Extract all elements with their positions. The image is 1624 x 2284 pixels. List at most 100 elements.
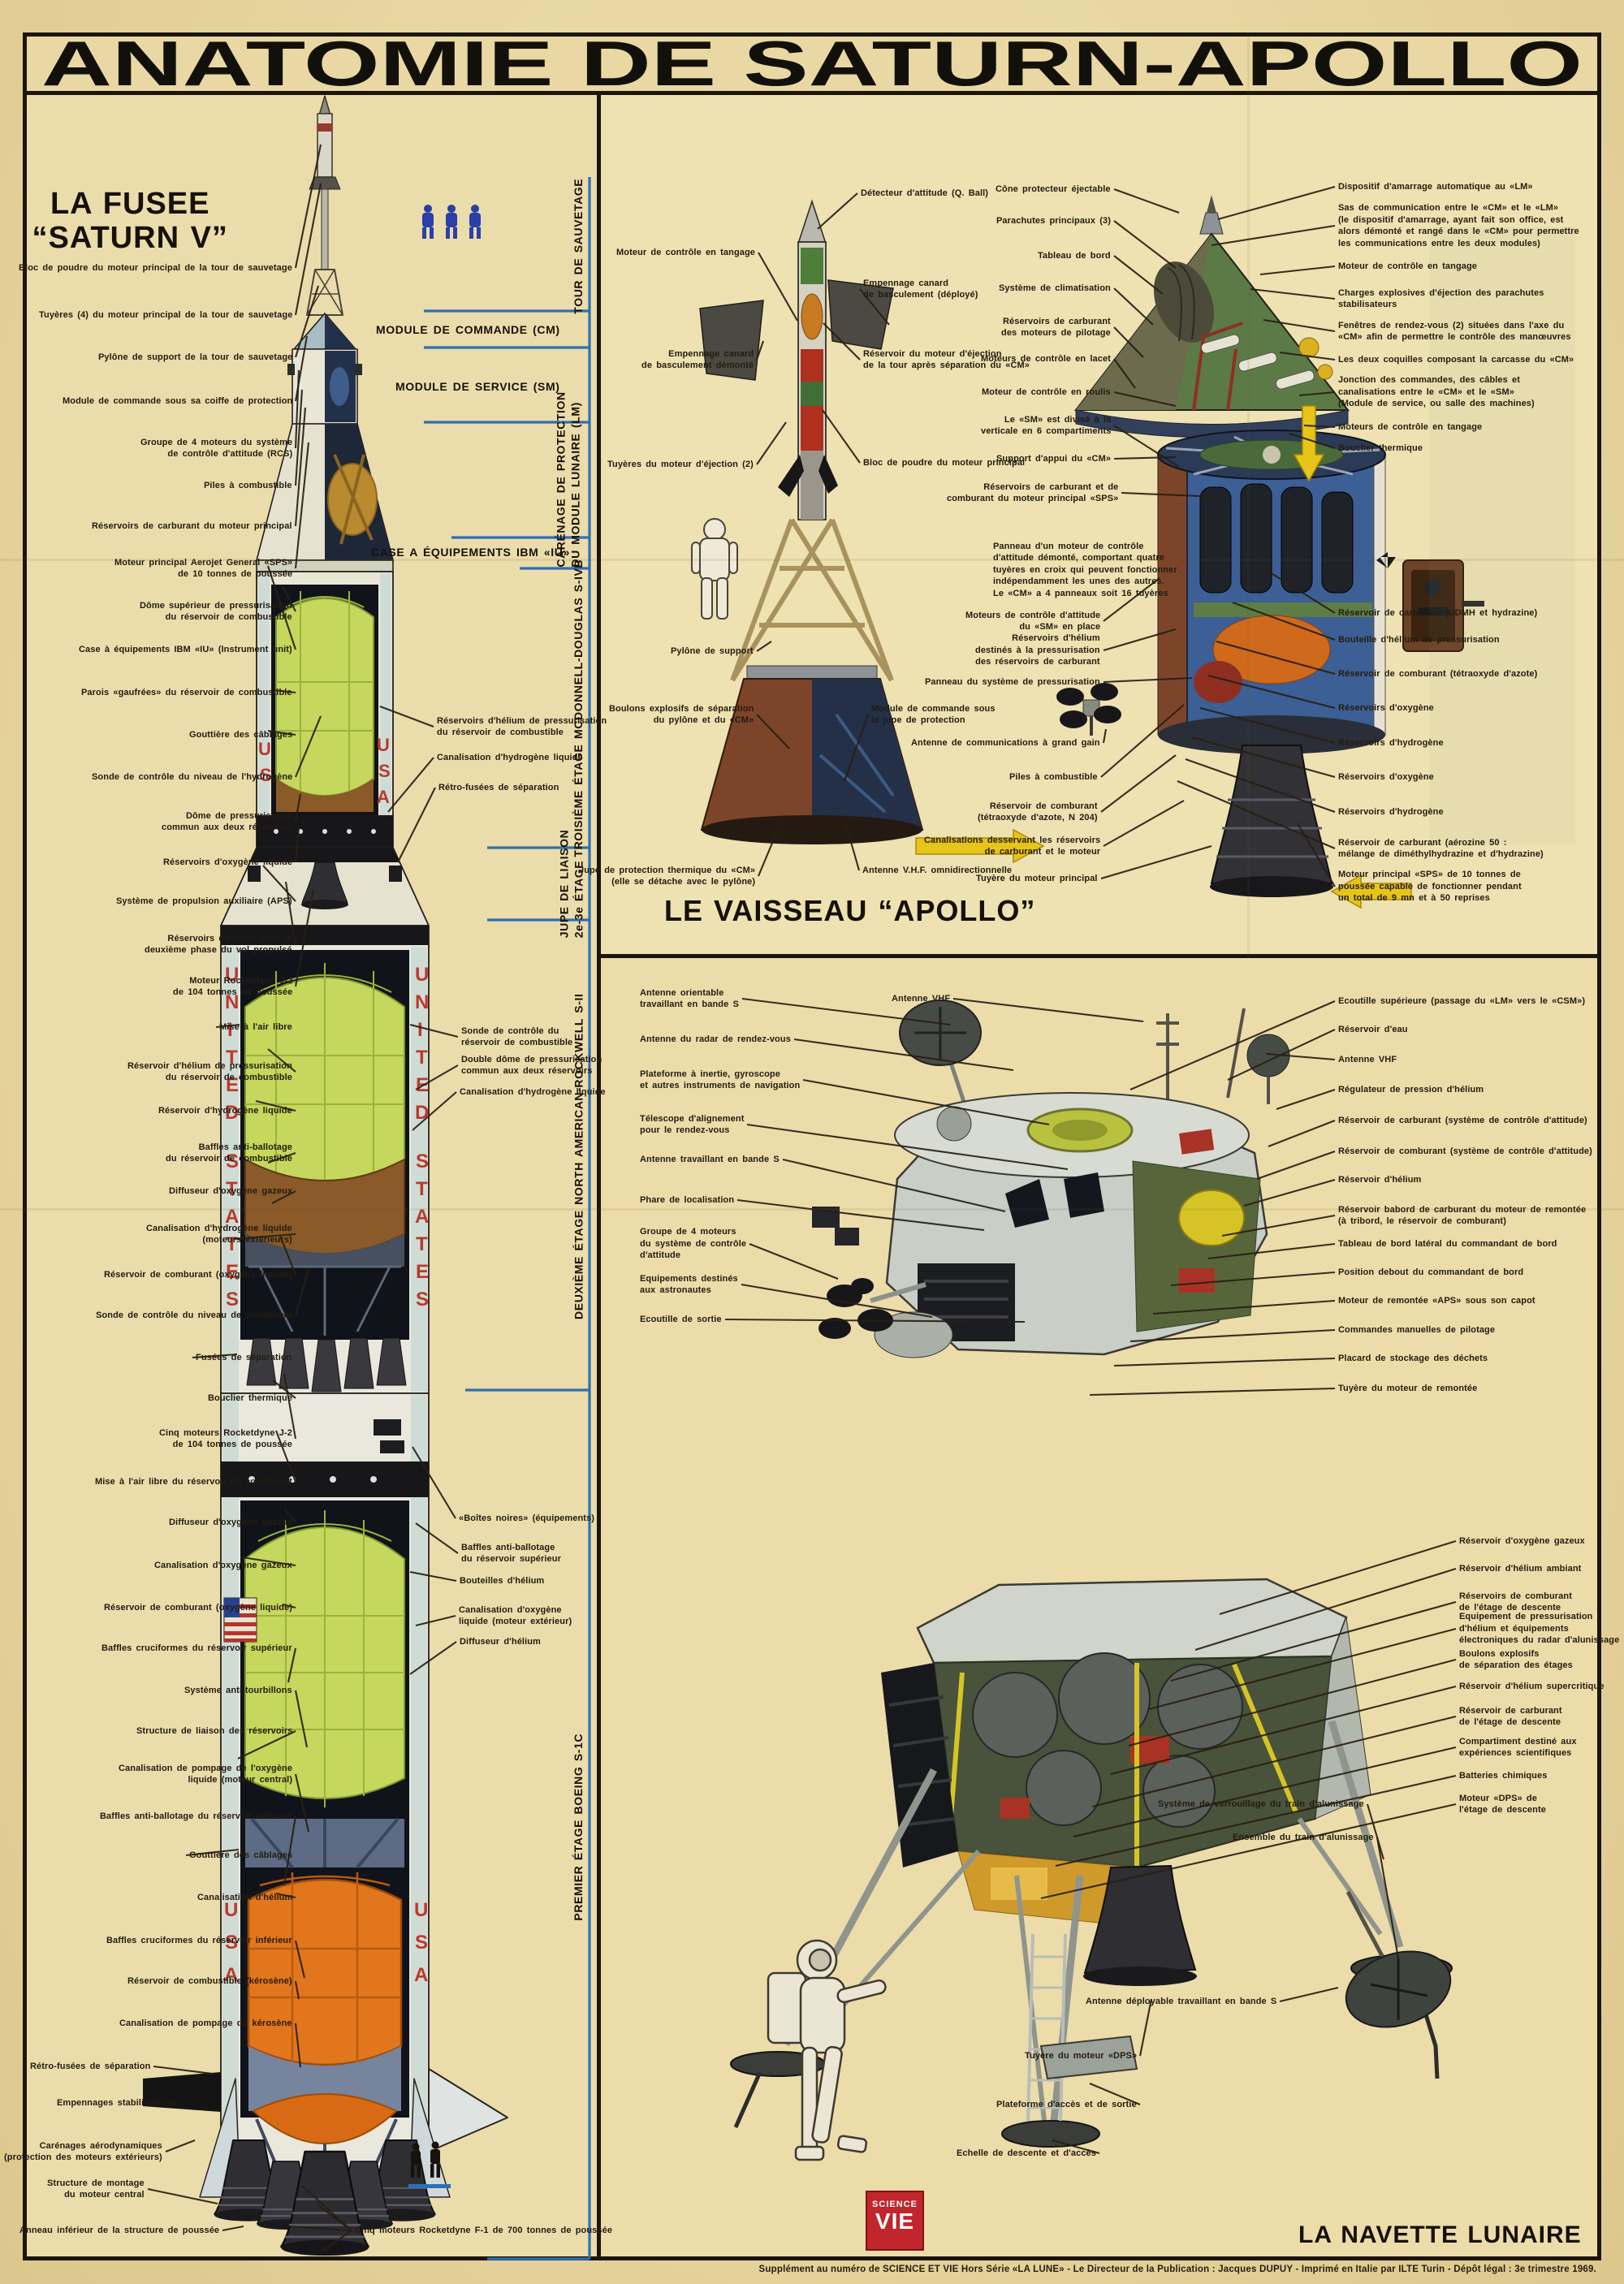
lm-label-27: Réservoirs de comburant de l'étage de de…: [1459, 1591, 1572, 1613]
saturn-label-47: Structure de montage du moteur central: [47, 2178, 145, 2200]
poster-title: ANATOMIE DE SATURN-APOLLO: [41, 37, 1583, 92]
saturn-label-13: Sonde de contrôle du niveau de l'hydrogè…: [92, 771, 293, 782]
saturn-label-1: Bloc de poudre du moteur principal de la…: [19, 262, 292, 273]
lm-label-16: Réservoir de comburant (système de contr…: [1338, 1146, 1592, 1156]
saturn-label-35: Système anti-tourbillons: [184, 1685, 292, 1695]
saturn-label-20: Réservoir d'hélium de pressurisation du …: [127, 1060, 292, 1083]
lm-label-28: Equipement de pressurisation d'hélium et…: [1459, 1612, 1620, 1646]
saturn-label-41: Baffles cruciformes du réservoir inférie…: [106, 1935, 292, 1945]
saturn-label-55: Canalisation d'hydrogène liquide: [460, 1086, 606, 1097]
apollo-label-27: Antenne de communications à grand gain: [911, 737, 1100, 748]
lm-label-14: Régulateur de pression d'hélium: [1338, 1084, 1484, 1095]
saturn-label-37: Canalisation de pompage de l'oxygène liq…: [119, 1763, 293, 1785]
saturn-label-53: Sonde de contrôle du réservoir de combus…: [461, 1025, 573, 1048]
saturn-label-24: Canalisation d'hydrogène liquide (moteur…: [146, 1223, 292, 1246]
saturn-label-39: Gouttière des câblages: [189, 1850, 293, 1860]
apollo-label-42: Bouteille d'hélium de pressurisation: [1338, 634, 1500, 645]
apollo-label-1: Détecteur d'attitude (Q. Ball): [861, 188, 989, 198]
lm-label-22: Commandes manuelles de pilotage: [1338, 1324, 1496, 1335]
apollo-label-22: Réservoirs de carburant et de comburant …: [947, 481, 1119, 504]
apollo-label-23: Panneau d'un moteur de contrôle d'attitu…: [993, 541, 1177, 598]
saturn-label-31: Diffuseur d'oxygène gazeux: [169, 1517, 293, 1527]
saturn-label-15: Réservoirs d'oxygène liquide: [163, 857, 293, 867]
saturn-label-18: Moteur Rocketdyne J-2 de 104 tonnes de p…: [173, 975, 293, 998]
apollo-label-5: Réservoir du moteur d'éjection de la tou…: [863, 348, 1030, 371]
lm-label-29: Boulons explosifs de séparation des étag…: [1459, 1648, 1573, 1671]
apollo-label-45: Réservoirs d'hydrogène: [1338, 737, 1444, 748]
lm-label-31: Réservoir de carburant de l'étage de des…: [1459, 1705, 1562, 1728]
saturn-label-11: Parois «gaufrées» du réservoir de combus…: [81, 687, 292, 697]
saturn-label-29: Cinq moteurs Rocketdyne J-2 de 104 tonne…: [159, 1427, 292, 1450]
apollo-label-25: Réservoirs d'hélium destinés à la pressu…: [975, 633, 1100, 667]
lm-label-7: Phare de localisation: [640, 1194, 735, 1205]
saturn-label-27: Fusées de séparation: [196, 1352, 292, 1362]
apollo-label-6: Tuyères du moteur d'éjection (2): [607, 459, 754, 469]
saturn-label-5: Groupe de 4 moteurs du système de contrô…: [140, 437, 293, 460]
apollo-label-16: Système de climatisation: [999, 283, 1111, 293]
saturn-label-48: Anneau inférieur de la structure de pous…: [19, 2225, 220, 2235]
lm-label-40: Echelle de descente et d'accès: [957, 2148, 1096, 2158]
saturn-label-21: Réservoir d'hydrogène liquide: [158, 1105, 292, 1116]
fold-crease: [1247, 32, 1250, 958]
lm-label-15: Réservoir de carburant (système de contr…: [1338, 1115, 1587, 1125]
apollo-label-20: Le «SM» est divisé à la verticale en 6 c…: [981, 414, 1112, 437]
saturn-label-56: «Boîtes noires» (équipements): [459, 1513, 595, 1523]
apollo-label-43: Réservoir de comburant (tétraoxyde d'azo…: [1338, 668, 1538, 679]
lm-label-32: Compartiment destiné aux expériences sci…: [1459, 1736, 1577, 1759]
saturn-label-62: MODULE DE COMMANDE (CM): [376, 323, 560, 336]
apollo-label-24: Moteurs de contrôle d'attitude du «SM» e…: [965, 610, 1101, 633]
apollo-label-35: Charges explosives d'éjection des parach…: [1338, 287, 1544, 310]
apollo-label-48: Réservoir de carburant (aérozine 50 : mé…: [1338, 837, 1544, 860]
logo-line1: SCIENCE: [872, 2200, 918, 2209]
apollo-label-40: Bouclier thermique: [1338, 443, 1423, 453]
saturn-label-3: Pylône de support de la tour de sauvetag…: [98, 352, 293, 362]
saturn-label-10: Case à équipements IBM «IU» (Instrument …: [79, 644, 292, 654]
apollo-label-38: Jonction des commandes, des câbles et ca…: [1338, 375, 1535, 409]
saturn-label-33: Réservoir de comburant (oxygène liquide): [104, 1602, 293, 1613]
saturn-label-52: Rétro-fusées de séparation: [438, 782, 559, 792]
science-et-vie-logo: SCIENCE VIE: [866, 2191, 924, 2251]
saturn-label-65: CASE A ÉQUIPEMENTS IBM «IU»: [371, 546, 570, 559]
lm-label-37: Antenne déployable travaillant en bande …: [1086, 1996, 1277, 2006]
saturn-label-68: DEUXIÈME ÉTAGE NORTH AMERICAN-ROCKWELL S…: [571, 993, 585, 1319]
apollo-label-28: Piles à combustible: [1009, 771, 1098, 782]
imprint-credit-line: Supplément au numéro de SCIENCE ET VIE H…: [758, 2265, 1596, 2274]
lm-label-35: Système de verrouillage du train d'aluni…: [1158, 1798, 1364, 1809]
saturn-label-28: Bouclier thermique: [208, 1392, 293, 1403]
lm-label-8: Groupe de 4 moteurs du système de contrô…: [640, 1227, 747, 1261]
saturn-label-36: Structure de liaison des réservoirs: [136, 1725, 293, 1736]
saturn-label-23: Diffuseur d'oxygène gazeux: [169, 1185, 293, 1196]
apollo-label-7: Bloc de poudre du moteur principal: [863, 457, 1026, 468]
apollo-label-13: Cône protecteur éjectable: [996, 183, 1111, 194]
saturn-label-0: LA FUSEE “SATURN V”: [32, 186, 228, 256]
saturn-label-14: Dôme de pressurisation commun aux deux r…: [162, 810, 293, 833]
saturn-label-60: Diffuseur d'hélium: [460, 1636, 541, 1647]
saturn-label-54: Double dôme de pressurisation commun aux…: [461, 1054, 603, 1077]
saturn-label-38: Baffles anti-ballotage du réservoir infé…: [100, 1811, 293, 1821]
lm-label-1: Antenne orientable travaillant en bande …: [640, 987, 739, 1010]
saturn-label-8: Moteur principal Aerojet General «SPS» d…: [114, 557, 293, 580]
apollo-label-15: Tableau de bord: [1038, 250, 1111, 261]
apollo-label-4: Empennage canard de basculement démonté: [641, 348, 754, 371]
lm-label-33: Batteries chimiques: [1459, 1770, 1548, 1781]
lm-label-2: Antenne VHF: [892, 993, 951, 1004]
lm-label-17: Réservoir d'hélium: [1338, 1174, 1422, 1185]
lm-label-30: Réservoir d'hélium supercritique: [1459, 1681, 1605, 1691]
saturn-label-34: Baffles cruciformes du réservoir supérie…: [102, 1643, 292, 1653]
apollo-label-36: Fenêtres de rendez-vous (2) situées dans…: [1338, 320, 1571, 343]
saturn-label-6: Piles à combustible: [204, 480, 292, 490]
saturn-label-40: Canalisation d'hélium: [197, 1892, 293, 1902]
saturn-label-58: Bouteilles d'hélium: [460, 1575, 545, 1586]
apollo-label-9: Boulons explosifs de séparation du pylôn…: [609, 703, 754, 726]
saturn-label-64: CARÉNAGE DE PROTECTION DU MODULE LUNAIRE…: [554, 391, 583, 568]
poster-title-art: ANATOMIE DE SATURN-APOLLO: [41, 28, 1583, 99]
saturn-label-42: Réservoir de combustible (kérosène): [127, 1975, 292, 1986]
saturn-label-19: Mise à l'air libre: [219, 1021, 292, 1032]
apollo-label-33: Sas de communication entre le «CM» et le…: [1338, 203, 1579, 248]
apollo-label-11: Antenne V.H.F. omnidirectionnelle: [862, 865, 1013, 875]
saturn-label-51: Canalisation d'hydrogène liquide: [437, 752, 583, 762]
saturn-label-66: TROISIÈME ÉTAGE MCDONNELL-DOUGLAS S-IVB: [571, 559, 585, 857]
saturn-label-45: Empennages stabilisateurs: [57, 2097, 176, 2108]
saturn-label-7: Réservoirs de carburant du moteur princi…: [92, 520, 292, 531]
